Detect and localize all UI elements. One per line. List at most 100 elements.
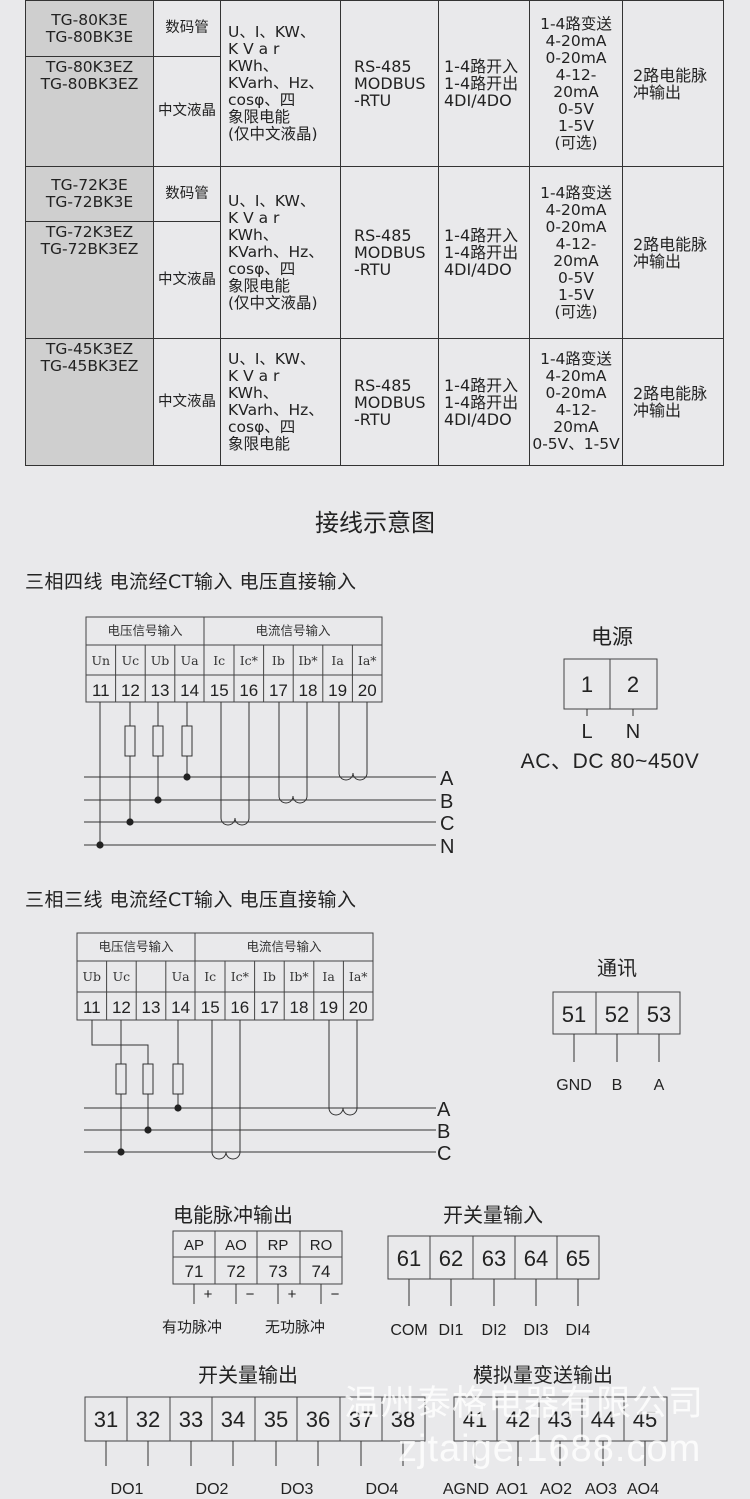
phase-label: C [440,813,454,835]
diagram1-title: 三相四线 电流经CT输入 电压直接输入 [25,571,357,593]
pulse-terminal: 72 [227,1262,246,1281]
pulse-terminal: 73 [269,1262,288,1281]
do-terminal: 35 [264,1407,288,1432]
di-line-label: COM [390,1322,427,1339]
terminal-number: 19 [319,998,338,1017]
comm-line-label: B [612,1077,623,1094]
terminal-number: 20 [358,681,377,700]
phase-label: C [437,1143,451,1165]
terminal-number: 18 [290,998,309,1017]
comm-terminal: 53 [647,1002,671,1027]
power-spec: AC、DC 80~450V [521,750,700,773]
polarity-sign: − [246,1286,255,1303]
phase-label: A [437,1099,451,1121]
power-title: 电源 [591,626,633,649]
terminal-number: 14 [171,998,190,1017]
terminal-number: 19 [328,681,347,700]
ao-terminal: 45 [633,1407,657,1432]
pulse-output-title: 电能脉冲输出 [173,1203,293,1227]
di-terminal: 63 [482,1246,506,1271]
signal-label: Ic* [240,653,259,668]
voltage-group-label: 电压信号输入 [107,623,183,638]
signal-label: Ia [331,653,344,668]
diagram2-wiring [84,1020,436,1160]
terminal-number: 11 [92,681,110,700]
signal-label: Ub [151,653,170,668]
di-terminal: 65 [566,1246,590,1271]
signal-label: Ia* [349,969,368,984]
ao-terminal: 44 [591,1407,615,1432]
signal-label: Ia* [358,653,377,668]
power-terminal-block [563,658,658,716]
terminal-number: 15 [210,681,229,700]
terminal-number: 14 [180,681,199,700]
do-terminal: 34 [221,1407,245,1432]
comm-title: 通讯 [597,957,637,980]
ao-line-label: AGND [443,1481,489,1498]
terminal-number: 13 [142,998,161,1017]
signal-label: Ib [272,653,285,668]
phase-label: A [440,768,454,790]
polarity-sign: + [288,1286,297,1303]
do-terminal: 33 [179,1407,203,1432]
signal-label: Ib [263,969,276,984]
do-line-label: DO4 [366,1481,399,1498]
terminal-number: 11 [83,998,101,1017]
ao-line-label: AO2 [540,1481,572,1498]
display-type-cell: 中文液晶 [153,56,221,167]
di-line-label: DI4 [566,1322,591,1339]
do-terminal: 38 [391,1407,415,1432]
do-line-label: DO1 [111,1481,144,1498]
pulse-cell: 2路电能脉冲输出 [622,0,724,167]
do-title: 开关量输出 [198,1363,298,1387]
phase-label: N [440,836,454,858]
terminal-number: 16 [239,681,258,700]
signal-label: Ic [213,653,225,668]
power-line-label: N [626,721,640,743]
signal-label: Ib* [289,969,309,984]
display-type-cell: 中文液晶 [153,221,221,339]
do-terminal-block [84,1396,426,1442]
diagram1-wiring [84,702,436,849]
signal-label: Ub [83,969,102,984]
diagram2-title: 三相三线 电流经CT输入 电压直接输入 [25,889,357,911]
ao-title: 模拟量变送输出 [473,1363,613,1387]
signal-label: Uc [113,969,131,984]
ao-line-label: AO3 [585,1481,617,1498]
comm-line-label: GND [556,1077,592,1094]
watermark-company: 温州泰格电器有限公司 [344,1384,705,1423]
signal-label: Ic* [231,969,250,984]
pulse-signal-label: AO [225,1237,247,1254]
terminal-number: 18 [299,681,318,700]
power-line-label: L [581,721,592,743]
terminal-number: 16 [230,998,249,1017]
ao-terminal: 42 [506,1407,530,1432]
active-pulse-label: 有功脉冲 [162,1318,223,1336]
signal-label: Ua [172,969,191,984]
signal-label: Uc [122,653,140,668]
current-group-label: 电流信号输入 [255,623,331,638]
pulse-terminal-block [172,1230,343,1304]
di-terminal: 62 [439,1246,463,1271]
polarity-sign: − [331,1286,340,1303]
watermark-url: zjtaige.1688.com [398,1428,702,1470]
pulse-terminal: 74 [312,1262,331,1281]
comm-terminal: 52 [605,1002,629,1027]
di-terminal: 61 [397,1246,421,1271]
power-terminal: 2 [627,672,639,697]
signal-label: Un [92,653,111,668]
signal-label: Ia [322,969,335,984]
